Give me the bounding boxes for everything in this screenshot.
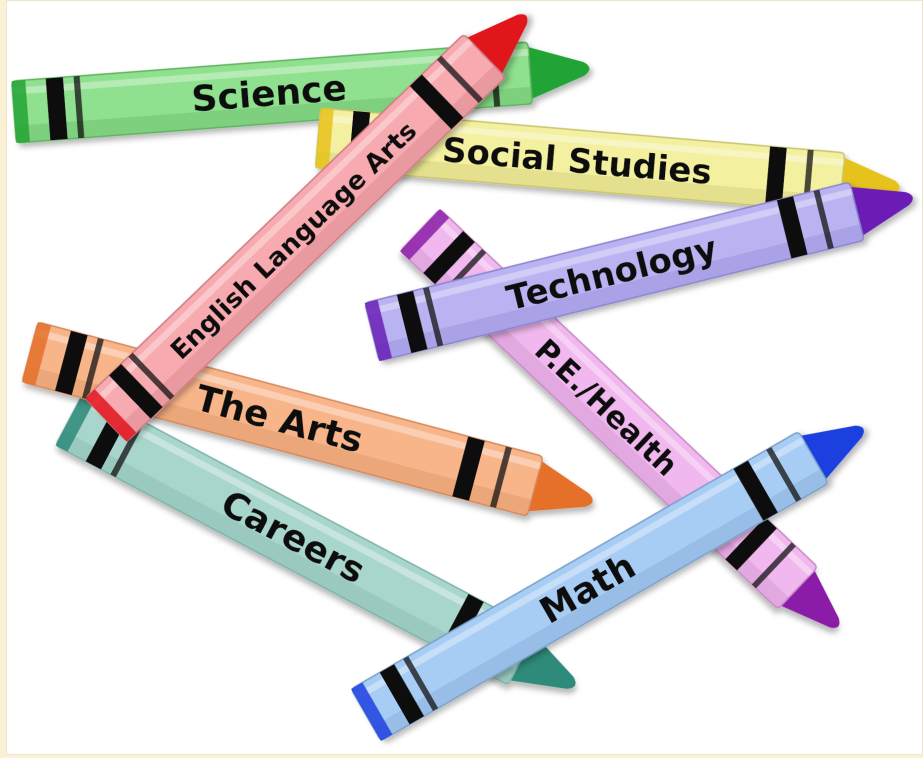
crayon-science-tip: [526, 46, 590, 100]
crayon-pe-health-tip: [779, 568, 840, 628]
crayon-science-highlight: [12, 48, 529, 95]
crayon-careers-highlight: [78, 396, 534, 643]
crayon-math-shade: [372, 469, 829, 741]
crayon-math-butt: [351, 682, 393, 741]
crayon-the-arts-butt: [22, 322, 52, 386]
crayon-pe-health-stripe-front: [725, 517, 777, 571]
crayon-careers: Careers: [55, 390, 576, 689]
crayon-the-arts-stripe-rear: [54, 330, 88, 396]
crayon-pe-health-label: P.E./Health: [528, 333, 684, 484]
crayon-english-language-arts-shade: [115, 65, 506, 442]
crayon-technology-tip: [848, 186, 913, 237]
crayon-technology: Technology: [364, 182, 913, 362]
crayon-english-language-arts-stripe-rear: [108, 363, 163, 419]
crayon-social-studies-shade: [315, 151, 842, 213]
crayon-careers-shade: [55, 430, 516, 685]
crayon-technology-highlight: [366, 188, 853, 316]
crayon-science-stripe-rear: [45, 77, 68, 141]
crayon-technology-stripe-rear: [396, 290, 428, 354]
crayon-english-language-arts-stripe-front-thin: [436, 55, 483, 104]
crayon-careers-tip: [508, 633, 576, 689]
crayon-english-language-arts-stripe-front: [409, 74, 464, 130]
crayon-pe-health-butt: [400, 208, 450, 260]
crayon-math-tip: [798, 425, 864, 481]
crayon-math-stripe-front: [733, 460, 778, 521]
crayon-math-stripe-rear: [379, 664, 425, 725]
crayon-the-arts-tip: [526, 459, 593, 512]
crayon-math-highlight: [354, 437, 806, 701]
crayon-careers-stripe-rear-thin: [110, 419, 145, 478]
crayon-math-stripe-front-thin: [766, 446, 802, 502]
crayon-the-arts-stripe-rear-thin: [81, 337, 104, 400]
crayon-technology-stripe-front: [776, 196, 808, 259]
crayon-english-language-arts-highlight: [89, 38, 473, 408]
crayon-the-arts-stripe-front-thin: [489, 446, 512, 508]
crayon-the-arts-stripe-front: [452, 436, 485, 501]
crayon-social-studies-stripe-front: [764, 146, 787, 208]
crayon-math-stripe-rear-thin: [403, 656, 439, 712]
crayon-technology-butt: [364, 299, 393, 362]
crayon-technology-shade: [375, 224, 865, 362]
crayon-english-language-arts-tip: [465, 14, 528, 76]
crayon-english-language-arts-stripe-rear-thin: [128, 352, 175, 401]
crayon-math: Math: [351, 425, 864, 741]
crayon-technology-stripe-front-thin: [813, 189, 834, 250]
crayon-science-stripe-rear-thin: [73, 75, 85, 139]
crayon-science-butt: [11, 80, 30, 143]
crayon-pe-health-stripe-front-thin: [751, 542, 796, 589]
crayon-technology-stripe-rear-thin: [422, 286, 444, 347]
crayon-careers-butt: [55, 390, 97, 452]
crayon-english-language-arts-butt: [85, 389, 137, 442]
crayon-pe-health-stripe-rear: [423, 230, 475, 285]
crayon-social-studies-butt: [315, 108, 334, 170]
